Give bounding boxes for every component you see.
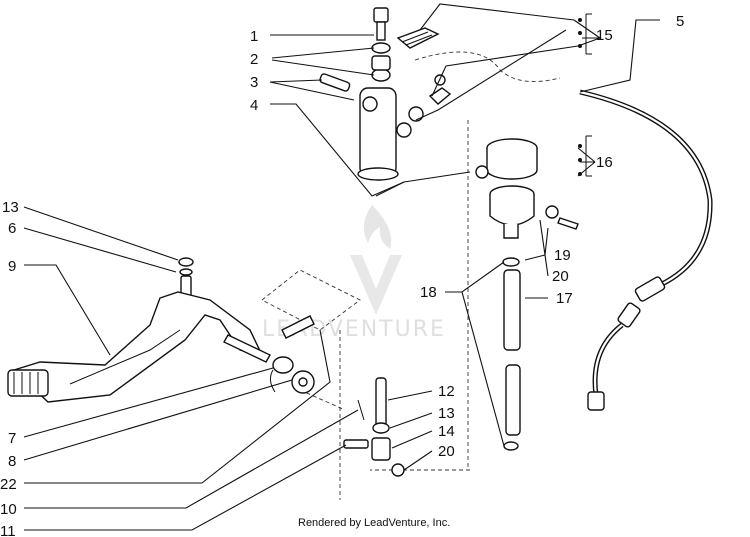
- callout-1: 1: [250, 28, 258, 45]
- washer-part-20b: [391, 463, 405, 477]
- clevis-part-14: [371, 437, 391, 461]
- bolt-part-3: [319, 73, 351, 92]
- callout-5: 5: [676, 13, 684, 30]
- callout-18: 18: [420, 284, 437, 301]
- hose-fitting-part-15: [396, 27, 440, 49]
- screw-part-19: [557, 217, 579, 230]
- brake-line-part-5: [579, 89, 713, 411]
- callout-13-pedal: 13: [2, 199, 19, 216]
- leader-lines: [23, 3, 660, 531]
- bracket-marks: [578, 13, 592, 177]
- callout-labels: 1 2 3 4 5 15 16 13 6 9 19 20 18 17 7 8 2…: [0, 13, 684, 537]
- callout-14: 14: [438, 423, 455, 440]
- callout-6: 6: [8, 220, 16, 237]
- rod-part-12: [375, 377, 387, 429]
- callout-17: 17: [556, 290, 573, 307]
- reservoir-assembly: [475, 138, 579, 451]
- callout-9: 9: [8, 258, 16, 275]
- callout-20-reservoir: 20: [552, 268, 569, 285]
- callout-12: 12: [438, 383, 455, 400]
- washer-part-20: [545, 205, 559, 219]
- callout-3: 3: [250, 74, 258, 91]
- spring-part-7: [272, 356, 294, 374]
- callout-16: 16: [596, 154, 613, 171]
- callout-15: 15: [596, 27, 613, 44]
- leadventure-watermark: LEADVENTURE: [262, 205, 444, 342]
- hose-part-17: [503, 269, 521, 351]
- master-cylinder-assembly: [319, 7, 452, 181]
- bolt-head-part-1: [373, 7, 389, 23]
- callout-19: 19: [554, 247, 571, 264]
- assembly-guides: [261, 51, 561, 500]
- credit-text: Rendered by LeadVenture, Inc.: [298, 517, 450, 529]
- callout-8: 8: [8, 453, 16, 470]
- callout-11: 11: [0, 523, 16, 537]
- callout-4: 4: [250, 97, 258, 114]
- brake-pedal-assembly: [7, 257, 315, 403]
- callout-20-pushrod: 20: [438, 443, 455, 460]
- clamp-part-18: [502, 257, 520, 267]
- washer-part-2: [371, 42, 391, 54]
- cotter-pin-part-10: [357, 399, 365, 421]
- pushrod-assembly: [343, 377, 405, 477]
- bracket-16: [585, 135, 592, 177]
- brake-pedal-part-9: [12, 291, 264, 403]
- pin-part-11: [343, 439, 369, 449]
- callout-10: 10: [0, 501, 17, 518]
- callout-22: 22: [0, 476, 17, 493]
- callout-2: 2: [250, 51, 258, 68]
- bracket-15: [585, 13, 592, 55]
- callout-13-pushrod: 13: [438, 405, 455, 422]
- nut-part-13b: [372, 422, 390, 434]
- nut-part-13: [178, 257, 194, 267]
- callout-7: 7: [8, 430, 16, 447]
